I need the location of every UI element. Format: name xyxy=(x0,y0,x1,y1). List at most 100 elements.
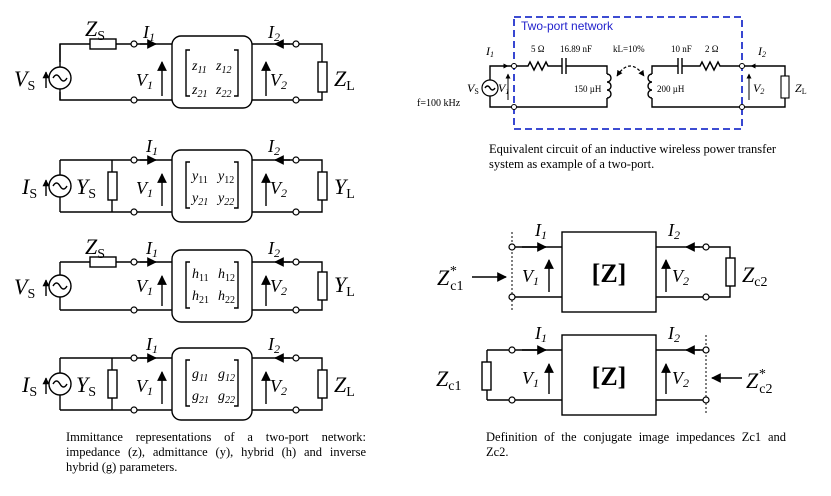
load-label: YL xyxy=(334,272,355,300)
matrix-12: g12 xyxy=(218,367,235,384)
i2-label: I2 xyxy=(267,136,280,158)
i1-label: I1 xyxy=(534,323,547,345)
matrix-21: z21 xyxy=(191,83,207,100)
i1-label: I1 xyxy=(145,136,158,158)
conjugate-circuit-top xyxy=(472,231,736,313)
load-label: ZL xyxy=(334,66,355,94)
c2-label: 10 nF xyxy=(671,44,692,54)
frequency-label: f=100 kHz xyxy=(417,98,461,109)
conjugate-impedance-label: Z*c2 xyxy=(746,367,772,397)
l1-label: 150 µH xyxy=(574,84,602,94)
v2-label: V2 xyxy=(270,276,287,298)
v1-label: V1 xyxy=(136,276,153,298)
network-label: Two-port network xyxy=(521,19,614,33)
load-label: ZL xyxy=(334,372,355,400)
r2-label: 2 Ω xyxy=(705,44,719,54)
shunt-label: YS xyxy=(76,174,96,202)
c1-label: 16.89 nF xyxy=(560,44,592,54)
i2-label: I2 xyxy=(667,220,680,242)
load-impedance xyxy=(725,257,736,287)
top-right-caption: Equivalent circuit of an inductive wirel… xyxy=(489,142,777,171)
v1-label: V1 xyxy=(522,266,539,288)
matrix-12: y12 xyxy=(216,169,234,186)
source-label: IS xyxy=(21,372,37,400)
r1-label: 5 Ω xyxy=(531,44,545,54)
i2-label: I2 xyxy=(667,323,680,345)
v1-label: V1 xyxy=(136,178,153,200)
i1-label: I1 xyxy=(534,220,547,242)
matrix-12: z12 xyxy=(215,59,231,76)
i1-label: I1 xyxy=(145,238,158,260)
i2-label: I2 xyxy=(267,238,280,260)
v2-label: V2 xyxy=(672,266,689,288)
conjugate-impedance-label: Z*c1 xyxy=(437,264,463,294)
load-label: YL xyxy=(334,174,355,202)
circuit-g xyxy=(48,347,328,421)
v1-label: V1 xyxy=(522,368,539,390)
source-label: VS xyxy=(14,274,35,302)
z-matrix-label: [Z] xyxy=(592,259,627,288)
z-matrix-label: [Z] xyxy=(592,362,627,391)
source-label: Zc1 xyxy=(436,366,461,394)
coupling-label: kL=10% xyxy=(613,44,645,54)
i1-label: I1 xyxy=(142,22,155,44)
i2-label: I2 xyxy=(757,44,766,59)
i1-label: I1 xyxy=(145,334,158,356)
i2-label: I2 xyxy=(267,334,280,356)
two-port-boundary xyxy=(513,16,743,130)
wpt-circuit: Two-port network xyxy=(481,16,790,130)
matrix-22: y22 xyxy=(216,191,234,208)
coupling-arrow xyxy=(616,65,645,77)
matrix-21: h21 xyxy=(192,289,209,306)
shunt-label: YS xyxy=(76,372,96,400)
matrix-22: z22 xyxy=(215,83,231,100)
source-label: VS xyxy=(467,81,479,96)
matrix-11: h11 xyxy=(192,267,209,284)
z-block xyxy=(561,334,657,416)
load-admittance xyxy=(317,171,328,201)
series-label: ZS xyxy=(85,16,105,44)
load-impedance xyxy=(317,61,328,93)
matrix-21: g21 xyxy=(192,389,209,406)
shunt-admittance xyxy=(107,369,118,399)
v2-label: V2 xyxy=(270,178,287,200)
v1-label: V1 xyxy=(498,81,509,96)
load-label: Zc2 xyxy=(742,262,767,290)
matrix-11: g11 xyxy=(192,367,208,384)
conjugate-circuit-bottom xyxy=(481,334,742,416)
circuit-h xyxy=(48,249,328,323)
i2-label: I2 xyxy=(267,22,280,44)
v2-label: V2 xyxy=(753,81,764,96)
matrix-11: y11 xyxy=(190,169,208,186)
two-port-block xyxy=(171,149,253,223)
two-port-block xyxy=(171,347,253,421)
shunt-admittance xyxy=(107,171,118,201)
bottom-right-caption: Definition of the conjugate image impeda… xyxy=(486,430,786,459)
source-label: VS xyxy=(14,66,35,94)
v1-label: V1 xyxy=(136,70,153,92)
l2-label: 200 µH xyxy=(657,84,685,94)
load-admittance xyxy=(317,271,328,301)
v2-label: V2 xyxy=(672,368,689,390)
circuit-z xyxy=(48,35,328,109)
two-port-block xyxy=(171,35,253,109)
source-impedance xyxy=(481,361,492,391)
i1-label: I1 xyxy=(485,44,494,59)
matrix-22: g22 xyxy=(218,389,235,406)
z-block xyxy=(561,231,657,313)
series-label: ZS xyxy=(85,234,105,262)
matrix-22: h22 xyxy=(218,289,235,306)
load-impedance xyxy=(317,369,328,399)
matrix-11: z11 xyxy=(191,59,207,76)
v1-label: V1 xyxy=(136,376,153,398)
load-impedance xyxy=(780,75,790,99)
source-label: IS xyxy=(21,174,37,202)
v2-label: V2 xyxy=(270,376,287,398)
v2-label: V2 xyxy=(270,70,287,92)
matrix-21: y21 xyxy=(190,191,208,208)
matrix-12: h12 xyxy=(218,267,235,284)
two-port-block xyxy=(171,249,253,323)
left-caption: Immittance representations of a two-port… xyxy=(66,430,366,474)
load-label: ZL xyxy=(795,81,807,96)
